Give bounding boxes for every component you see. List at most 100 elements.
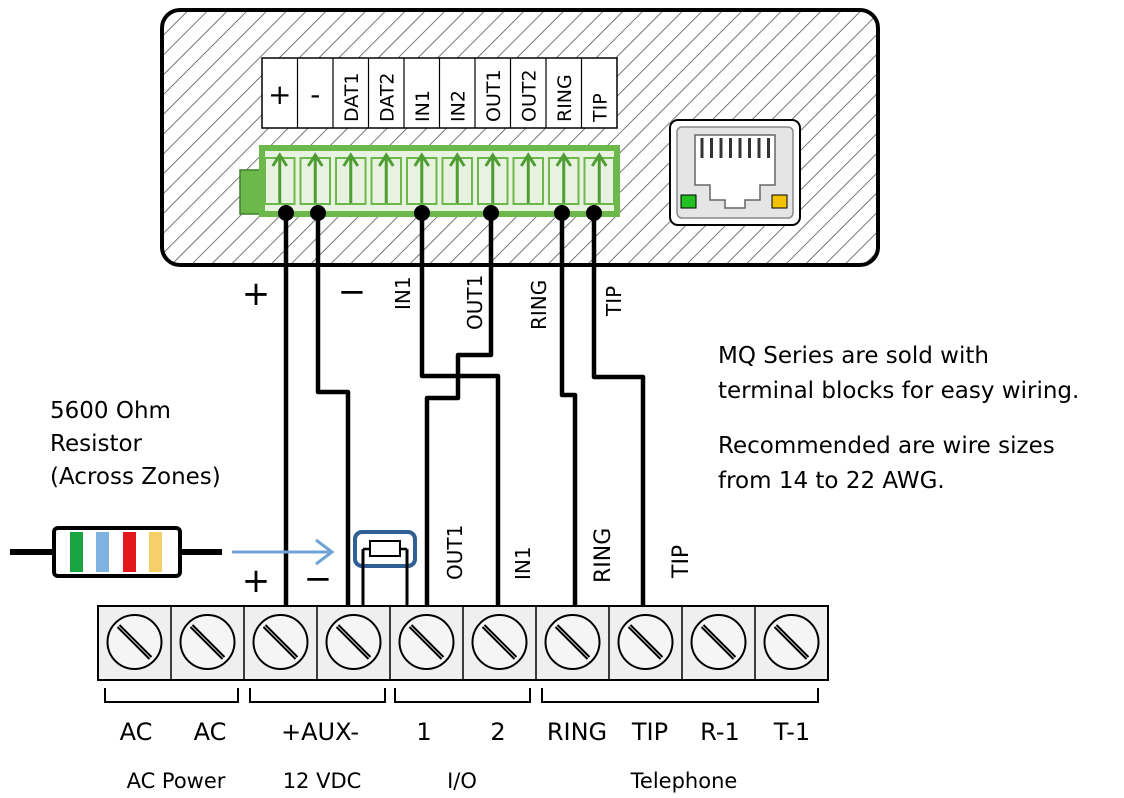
panel-label-ac-2: AC — [194, 718, 227, 746]
strip-label: DAT2 — [376, 72, 398, 122]
link-led-icon — [680, 194, 697, 209]
screw-slot — [773, 624, 810, 660]
screw-slot — [700, 624, 737, 660]
panel-terminal-block — [97, 605, 829, 681]
panel-label-tip: TIP — [631, 718, 668, 746]
strip-label: + — [268, 78, 291, 111]
screw-icon — [398, 614, 455, 670]
resistor-label-line-3: (Across Zones) — [50, 464, 221, 490]
wire-minus — [315, 214, 351, 608]
screw-icon — [325, 614, 382, 670]
panel-label-ac-1: AC — [120, 718, 153, 746]
terminal-dot — [483, 205, 499, 221]
arrow-up-icon — [484, 152, 502, 203]
strip-label: RING — [554, 74, 576, 122]
wire-tip — [591, 214, 646, 608]
resistor-label-line-1: 5600 Ohm — [50, 398, 171, 424]
arrow-up-icon — [306, 152, 324, 203]
screw-slot — [481, 624, 518, 660]
group-bracket — [104, 688, 239, 703]
wire-label-plus-top: + — [242, 274, 271, 314]
strip-label: DAT1 — [341, 72, 363, 122]
screw-slot — [189, 624, 226, 660]
wire-ring — [559, 214, 578, 608]
arrow-up-icon — [519, 152, 537, 203]
connection-dots — [278, 205, 602, 221]
wire-label-out1-bottom: OUT1 — [443, 525, 467, 580]
panel-label-ring: RING — [547, 718, 607, 746]
panel-label-aux: +AUX- — [281, 718, 359, 746]
screw-icon — [471, 614, 528, 670]
panel-terminal-labels: AC AC +AUX- 1 2 RING TIP R-1 T-1 — [120, 718, 811, 746]
screw-icon — [106, 614, 163, 670]
strip-label: IN2 — [447, 90, 469, 122]
wire-label-minus-bottom: − — [304, 559, 333, 599]
installed-resistor-icon — [353, 530, 417, 608]
note-line-1: MQ Series are sold with — [718, 343, 989, 369]
rj45-jack-icon — [669, 119, 801, 226]
panel-label-r1: R-1 — [700, 718, 740, 746]
terminal-group-brackets — [104, 688, 819, 703]
wires — [283, 214, 646, 608]
group-label-io: I/O — [447, 769, 477, 793]
strip-label: IN1 — [412, 90, 434, 122]
arrow-up-icon — [271, 152, 289, 203]
note-line-4: from 14 to 22 AWG. — [718, 468, 945, 494]
arrow-up-icon — [377, 152, 395, 203]
strip-label: - — [310, 78, 320, 111]
terminal-header-latch — [239, 169, 263, 215]
activity-led-icon — [771, 194, 788, 209]
wire-label-tip-top: TIP — [602, 286, 626, 317]
screw-slot — [554, 624, 591, 660]
screw-icon — [252, 614, 309, 670]
arrow-up-icon — [590, 152, 608, 203]
panel-label-io-2: 2 — [490, 718, 505, 746]
screw-icon — [763, 614, 820, 670]
wire-label-in1-bottom: IN1 — [511, 546, 535, 580]
strip-label: OUT1 — [483, 69, 505, 122]
arrow-up-icon — [413, 152, 431, 203]
group-label-telephone: Telephone — [630, 769, 738, 793]
resistor-bands — [70, 532, 162, 572]
wire-label-minus-top: − — [338, 272, 367, 312]
screw-slot — [627, 624, 664, 660]
screw-icon — [544, 614, 601, 670]
arrow-right-icon — [232, 538, 335, 566]
panel-label-io-1: 1 — [416, 718, 431, 746]
wire-label-tip-bottom: TIP — [669, 545, 694, 579]
panel-label-t1: T-1 — [773, 718, 810, 746]
resistor-band — [149, 532, 162, 572]
strip-label: TIP — [589, 93, 611, 123]
arrow-up-icon — [342, 152, 360, 203]
resistor-label-line-2: Resistor — [50, 431, 143, 457]
resistor-band — [123, 532, 136, 572]
strip-label: OUT2 — [518, 69, 540, 122]
terminal-dot — [586, 205, 602, 221]
screw-icon — [617, 614, 674, 670]
terminal-dot — [554, 205, 570, 221]
device-enclosure: +-DAT1 DAT2 IN1 IN2 OUT1 OUT2 RING TIP — [160, 8, 880, 267]
wire-label-in1-top: IN1 — [391, 276, 415, 310]
wire-label-plus-bottom: + — [242, 561, 271, 601]
group-label-ac-power: AC Power — [127, 769, 226, 793]
terminal-header-slots — [264, 152, 615, 205]
wire-label-out1-top: OUT1 — [463, 275, 487, 330]
panel-group-labels: AC Power 12 VDC I/O Telephone — [127, 769, 738, 793]
resistor: 5600 Ohm Resistor (Across Zones) — [10, 398, 222, 578]
wire-in1 — [419, 214, 461, 608]
group-bracket — [541, 688, 819, 703]
terminal-label-strip-texts: +-DAT1 DAT2 IN1 IN2 OUT1 OUT2 RING TIP — [268, 58, 611, 128]
group-label-12vdc: 12 VDC — [283, 769, 362, 793]
screw-slot — [116, 624, 153, 660]
screw-slot — [335, 624, 372, 660]
group-bracket — [249, 688, 386, 703]
screw-icon — [179, 614, 236, 670]
note-line-2: terminal blocks for easy wiring. — [718, 378, 1080, 404]
wire-label-ring-top: RING — [527, 280, 551, 330]
terminal-dot — [310, 205, 326, 221]
screw-slot — [408, 624, 445, 660]
terminal-dot — [278, 205, 294, 221]
note-line-3: Recommended are wire sizes — [718, 433, 1055, 459]
arrow-up-icon — [448, 152, 466, 203]
arrow-up-icon — [555, 152, 573, 203]
